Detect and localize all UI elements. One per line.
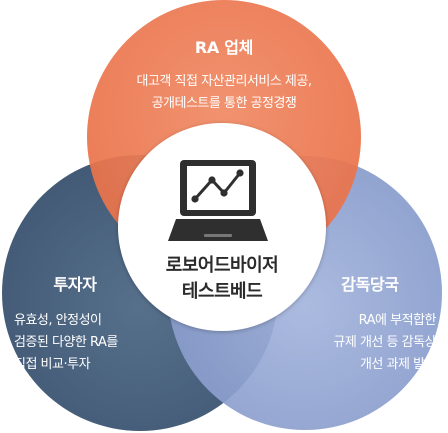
left-desc-line-1: 유효성, 안정성이 (14, 313, 102, 328)
top-desc-line-1: 대고객 직접 자산관리서비스 제공, (136, 74, 312, 89)
right-desc-line-1: RA에 부적합한 (358, 313, 437, 328)
right-circle-description: RA에 부적합한 규제 개선 등 감독상 개선 과제 발굴 (240, 310, 436, 376)
left-circle-description: 유효성, 안정성이 검증된 다양한 RA를 직접 비교·투자 (14, 310, 194, 376)
top-circle-title: RA 업체 (194, 38, 254, 57)
right-desc-line-3: 개선 과제 발굴 (359, 357, 437, 372)
left-desc-line-2: 검증된 다양한 RA를 (14, 335, 118, 350)
right-circle-title: 감독당국 (341, 275, 399, 294)
top-desc-line-2: 공개테스트를 통한 공정경쟁 (151, 96, 297, 111)
left-circle-title: 투자자 (53, 275, 97, 294)
left-desc-line-3: 직접 비교·투자 (14, 357, 91, 372)
right-desc-line-2: 규제 개선 등 감독상 (333, 335, 436, 350)
center-title-line-1: 로보어드바이저 (165, 255, 279, 276)
top-circle-description: 대고객 직접 자산관리서비스 제공, 공개테스트를 통한 공정경쟁 (74, 71, 374, 115)
laptop-chart-icon (168, 160, 268, 241)
center-title-line-2: 테스트베드 (181, 281, 263, 302)
center-title: 로보어드바이저 테스트베드 (132, 253, 312, 305)
